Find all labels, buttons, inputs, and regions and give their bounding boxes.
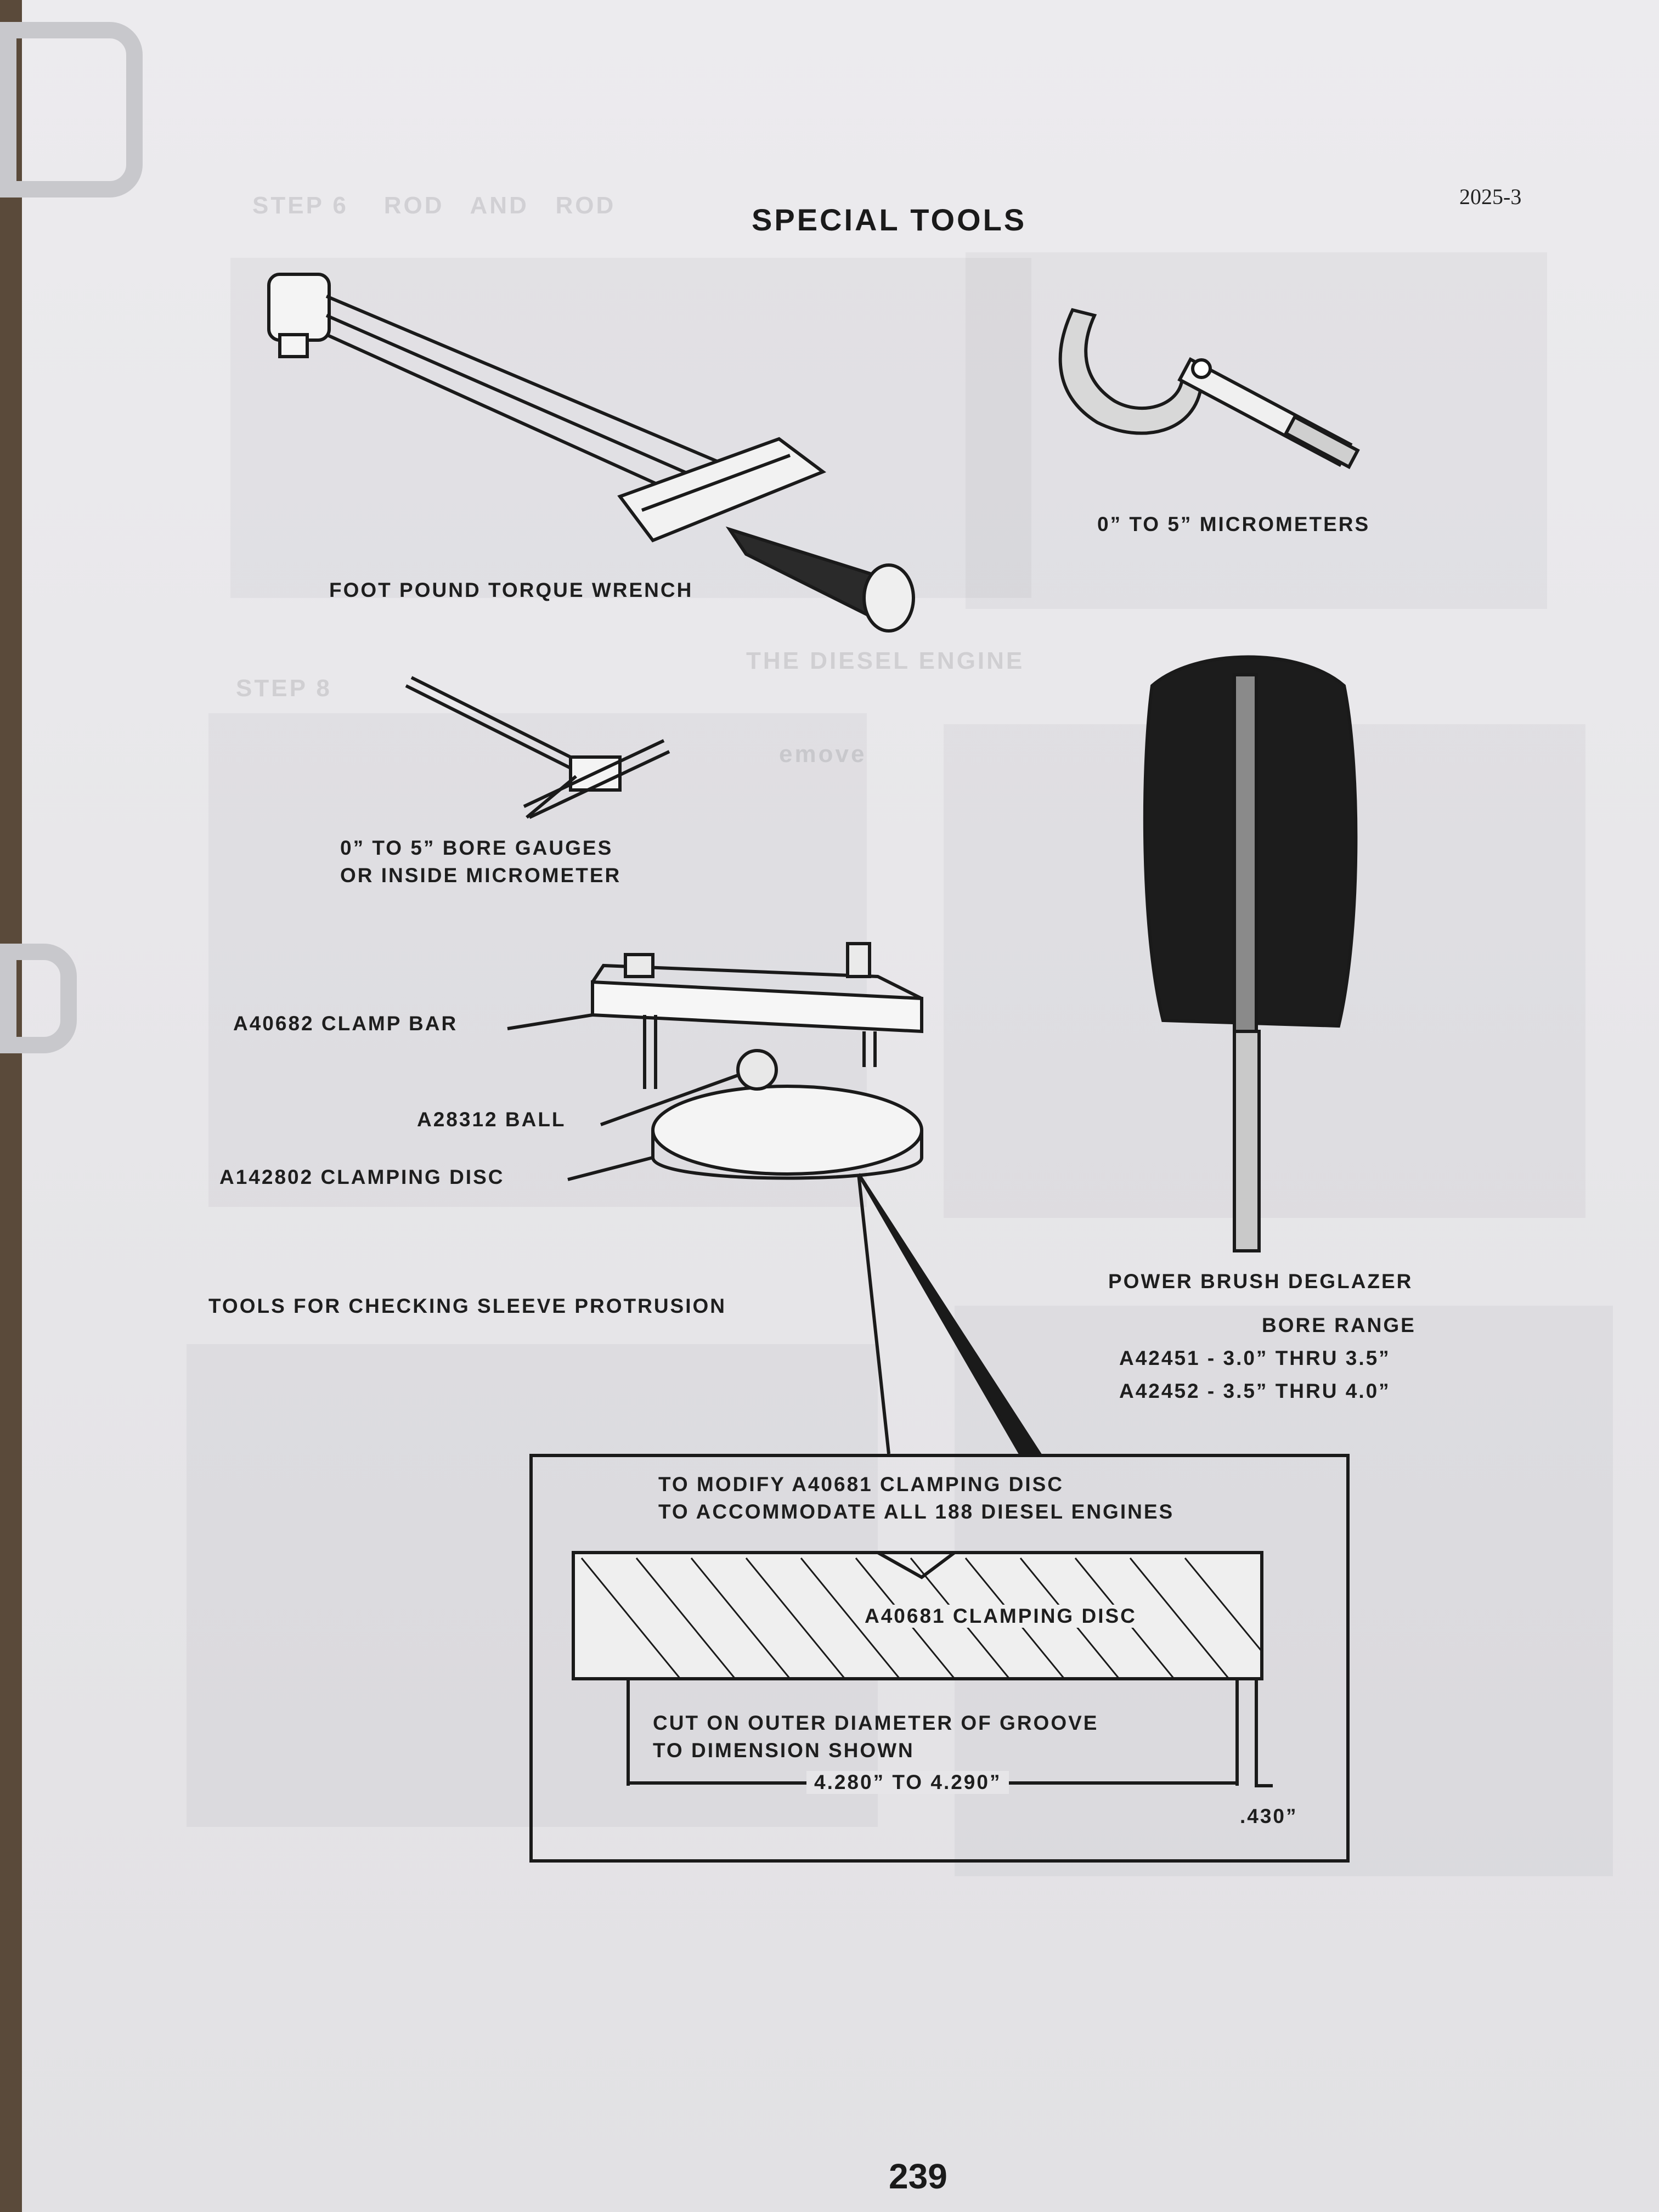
bleed-through-panel bbox=[230, 258, 1031, 598]
bore-gauges-label-line2: OR INSIDE MICROMETER bbox=[340, 864, 622, 887]
power-brush-deglazer-icon bbox=[1143, 655, 1358, 1252]
page-title: SPECIAL TOOLS bbox=[752, 202, 1027, 237]
ball-label: A28312 BALL bbox=[417, 1108, 566, 1131]
bleed-through-text: THE DIESEL ENGINE bbox=[746, 647, 1025, 674]
inset-disc-label: A40681 CLAMPING DISC bbox=[861, 1605, 1140, 1628]
tool-illustrations bbox=[267, 273, 1360, 1787]
clamp-bar-icon bbox=[507, 942, 1043, 1455]
cut-instruction-line1: CUT ON OUTER DIAMETER OF GROOVE bbox=[653, 1712, 1099, 1734]
bore-range-2: A42452 - 3.5” THRU 4.0” bbox=[1119, 1380, 1391, 1402]
micrometers-label: 0” TO 5” MICROMETERS bbox=[1097, 513, 1370, 535]
bleed-through-text: STEP 8 bbox=[236, 675, 332, 702]
diameter-dimension: 4.280” TO 4.290” bbox=[806, 1771, 1009, 1794]
modification-inset bbox=[529, 1454, 1350, 1863]
inset-heading-line2: TO ACCOMMODATE ALL 188 DIESEL ENGINES bbox=[658, 1500, 1175, 1523]
groove-depth-dimension: .430” bbox=[1240, 1805, 1298, 1827]
torque-wrench-icon bbox=[267, 273, 915, 633]
inset-heading-line1: TO MODIFY A40681 CLAMPING DISC bbox=[658, 1473, 1064, 1496]
bore-gauge-icon bbox=[405, 676, 670, 819]
document-code: 2025-3 bbox=[1459, 184, 1522, 209]
page-number: 239 bbox=[889, 2157, 947, 2196]
bore-gauges-label-line1: 0” TO 5” BORE GAUGES bbox=[340, 837, 613, 859]
sleeve-protrusion-label: TOOLS FOR CHECKING SLEEVE PROTRUSION bbox=[208, 1295, 727, 1317]
binder-ring bbox=[0, 944, 77, 1053]
deglazer-label: POWER BRUSH DEGLAZER bbox=[1108, 1270, 1413, 1293]
bore-range-1: A42451 - 3.0” THRU 3.5” bbox=[1119, 1347, 1391, 1369]
clamping-disc-label: A142802 CLAMPING DISC bbox=[219, 1166, 505, 1188]
bleed-through-text: emove bbox=[779, 741, 867, 768]
cut-instruction-line2: TO DIMENSION SHOWN bbox=[653, 1739, 915, 1762]
binder-ring bbox=[0, 22, 143, 198]
bleed-through-text: STEP 6 ROD AND ROD bbox=[252, 192, 616, 219]
bore-range-label: BORE RANGE bbox=[1262, 1314, 1416, 1336]
micrometer-icon bbox=[1058, 308, 1360, 470]
torque-wrench-label: FOOT POUND TORQUE WRENCH bbox=[329, 579, 693, 601]
bleed-through-panel bbox=[966, 252, 1547, 609]
clamp-bar-label: A40682 CLAMP BAR bbox=[233, 1012, 458, 1035]
